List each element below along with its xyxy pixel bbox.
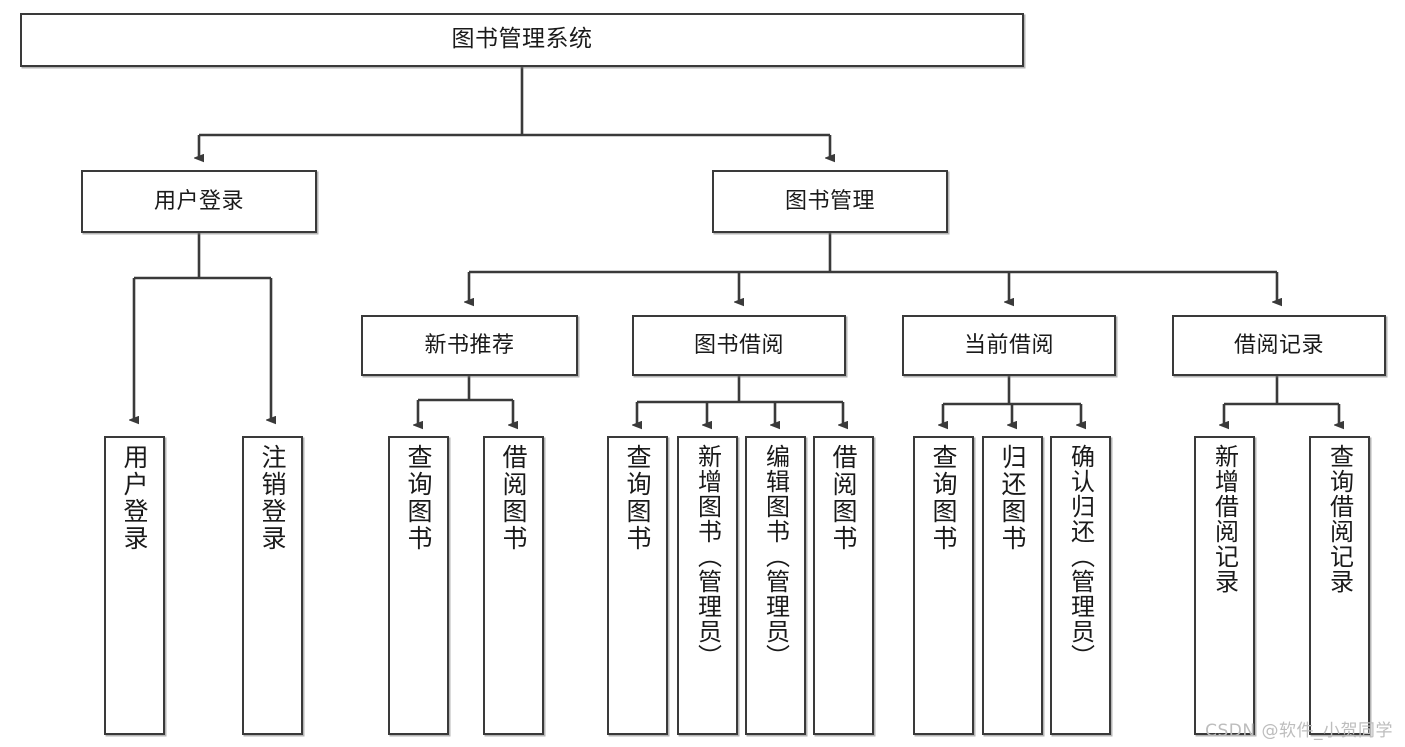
leaf-borrow-record-add[interactable]: 新增借阅记录 <box>1194 436 1255 735</box>
leaf-user-login-login-label: 用户登录 <box>120 444 149 552</box>
leaf-current-borrow-query[interactable]: 查询图书 <box>913 436 974 735</box>
leaf-current-borrow-return[interactable]: 归还图书 <box>982 436 1043 735</box>
node-current-borrow-label: 当前借阅 <box>963 332 1054 358</box>
node-book-borrow[interactable]: 图书借阅 <box>632 315 846 376</box>
leaf-borrow-record-add-label: 新增借阅记录 <box>1210 444 1239 594</box>
node-new-book-recommend[interactable]: 新书推荐 <box>361 315 578 376</box>
leaf-book-borrow-edit[interactable]: 编辑图书（管理员） <box>745 436 806 735</box>
leaf-book-borrow-add-label: 新增图书（管理员） <box>693 444 722 669</box>
node-user-login[interactable]: 用户登录 <box>81 170 317 233</box>
leaf-new-book-query[interactable]: 查询图书 <box>388 436 449 735</box>
leaf-book-borrow-query[interactable]: 查询图书 <box>607 436 668 735</box>
node-new-book-recommend-label: 新书推荐 <box>424 332 515 358</box>
leaf-current-borrow-confirm[interactable]: 确认归还（管理员） <box>1050 436 1111 735</box>
leaf-book-borrow-add[interactable]: 新增图书（管理员） <box>677 436 738 735</box>
leaf-borrow-record-query[interactable]: 查询借阅记录 <box>1309 436 1370 735</box>
leaf-user-login-logout-label: 注销登录 <box>258 444 287 552</box>
leaf-book-borrow-query-label: 查询图书 <box>623 444 652 552</box>
node-current-borrow[interactable]: 当前借阅 <box>902 315 1116 376</box>
node-book-management[interactable]: 图书管理 <box>712 170 948 233</box>
watermark-text: CSDN @软件_小贺同学 <box>1205 721 1393 741</box>
leaf-borrow-record-query-label: 查询借阅记录 <box>1325 444 1354 594</box>
leaf-new-book-borrow-label: 借阅图书 <box>499 444 528 552</box>
node-root[interactable]: 图书管理系统 <box>20 13 1024 67</box>
leaf-user-login-logout[interactable]: 注销登录 <box>242 436 303 735</box>
leaf-current-borrow-query-label: 查询图书 <box>929 444 958 552</box>
node-user-login-label: 用户登录 <box>153 188 244 214</box>
leaf-current-borrow-return-label: 归还图书 <box>998 444 1027 552</box>
leaf-book-borrow-edit-label: 编辑图书（管理员） <box>761 444 790 669</box>
node-borrow-record[interactable]: 借阅记录 <box>1172 315 1386 376</box>
node-root-label: 图书管理系统 <box>451 26 593 53</box>
leaf-new-book-query-label: 查询图书 <box>404 444 433 552</box>
node-borrow-record-label: 借阅记录 <box>1233 332 1324 358</box>
node-book-management-label: 图书管理 <box>784 188 875 214</box>
leaf-user-login-login[interactable]: 用户登录 <box>104 436 165 735</box>
node-book-borrow-label: 图书借阅 <box>693 332 784 358</box>
leaf-book-borrow-borrow-label: 借阅图书 <box>829 444 858 552</box>
leaf-current-borrow-confirm-label: 确认归还（管理员） <box>1066 444 1095 669</box>
leaf-new-book-borrow[interactable]: 借阅图书 <box>483 436 544 735</box>
leaf-book-borrow-borrow[interactable]: 借阅图书 <box>813 436 874 735</box>
